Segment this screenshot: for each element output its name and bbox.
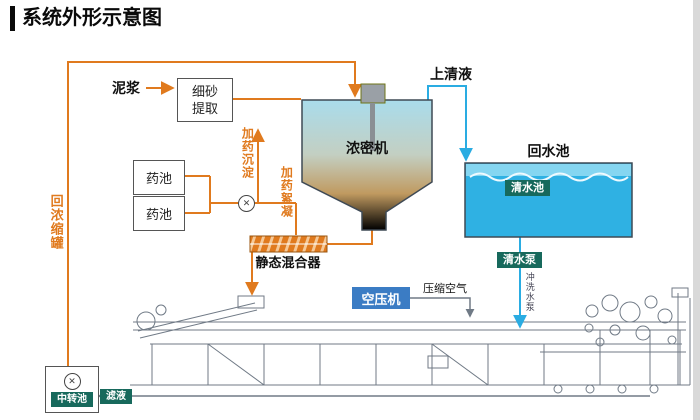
chemical-pool-box-2: 药池: [133, 196, 185, 231]
static-mixer-label: 静态混合器: [255, 255, 321, 270]
compressed-air-line: [410, 297, 475, 318]
supernatant-line: [427, 85, 473, 162]
fine-sand-extraction-label: 细砂提取: [191, 84, 218, 116]
water-surface-wave: [469, 172, 629, 182]
thickener-label: 浓密机: [346, 140, 388, 156]
chemical-pool-box-1: 药池: [133, 160, 185, 195]
return-to-thickener-label: 回浓缩罐: [48, 194, 64, 250]
water-surface-strip: [466, 164, 631, 176]
chemical-pool-label-2: 药池: [145, 207, 172, 222]
compressed-air-label: 压缩空气: [423, 283, 467, 295]
screenshot-edge-band: [693, 0, 700, 420]
page-title: 系统外形示意图: [10, 6, 162, 31]
supernatant-label: 上清液: [430, 66, 472, 82]
air-compressor-box: 空压机: [352, 287, 410, 309]
fine-sand-extraction-box: 细砂提取: [177, 78, 233, 122]
chemical-pool-label-1: 药池: [145, 171, 172, 186]
transfer-pool-box: ✕ 中转池: [45, 366, 99, 413]
filtrate-tag: 滤液: [100, 389, 132, 404]
mud-label: 泥浆: [112, 80, 140, 96]
clear-water-pump-tag: 清水泵: [497, 252, 542, 269]
return-water-pool-label: 回水池: [527, 143, 570, 159]
transfer-pump-icon: ✕: [63, 372, 81, 390]
clear-water-pool-tag: 清水池: [505, 180, 550, 197]
thickener-tank: [301, 99, 433, 231]
transfer-pool-label: 中转池: [51, 391, 93, 407]
flush-water-pump-label: 冲洗水泵: [524, 272, 535, 312]
return-loop-line: [67, 61, 362, 366]
agitator-motor: [360, 83, 386, 104]
thickener-underflow-line: [327, 230, 373, 245]
dosing-sedimentation-label: 加药沉淀: [240, 127, 255, 179]
chemical-pool-lines: [183, 175, 238, 214]
dosing-flocculation-label: 加药絮凝: [279, 166, 294, 218]
dosing-pump-icon: ✕: [238, 195, 255, 212]
agitator-shaft: [370, 103, 375, 151]
belt-filter-press: [130, 287, 691, 394]
